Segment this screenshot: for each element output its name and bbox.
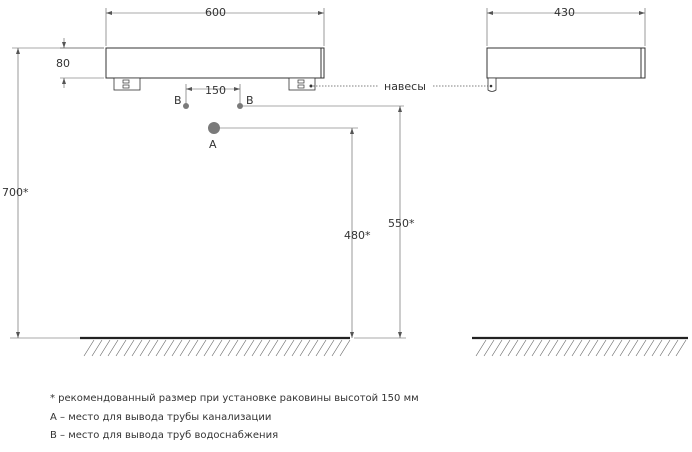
hangers-label: навесы (384, 80, 426, 93)
floor-hatch-line (195, 339, 207, 357)
side-hanger-dot (489, 84, 493, 88)
floor-hatch-line (243, 339, 255, 357)
front-right-bracket (288, 77, 316, 91)
floor-hatch-line (515, 339, 527, 357)
floor-hatch-line (555, 339, 567, 357)
floor-hatch-line (475, 339, 487, 357)
point-a-marker (208, 122, 220, 134)
front-left-bracket-slot-2 (122, 84, 130, 89)
dim-front-width: 600 (205, 6, 226, 19)
floor-hatch-line (539, 339, 551, 357)
point-b-left-label: B (174, 94, 182, 107)
floor-hatch-line (163, 339, 175, 357)
floor-hatch-line (563, 339, 575, 357)
floor-hatch-line (139, 339, 151, 357)
floor-hatch-line (307, 339, 319, 357)
point-b-left-marker (183, 103, 189, 109)
floor-hatch-line (91, 339, 103, 357)
dim-480 (350, 128, 354, 338)
floor-hatch-line (643, 339, 655, 357)
dim-150 (185, 84, 241, 104)
front-right-bracket-slot (297, 79, 305, 84)
floor-hatch-line (651, 339, 663, 357)
floor-hatch-line (259, 339, 271, 357)
front-left-bracket (113, 77, 141, 91)
note-recommended: * рекомендованный размер при установке р… (50, 393, 419, 404)
floor-hatch-line (211, 339, 223, 357)
dim-drain-height: 480* (344, 229, 371, 242)
floor-hatch-line (667, 339, 679, 357)
floor-hatch-line (123, 339, 135, 357)
floor-hatch-line (499, 339, 511, 357)
floor-hatch-line (219, 339, 231, 357)
front-cabinet-body (105, 47, 325, 79)
floor-hatch-line (267, 339, 279, 357)
floor-hatch-line (339, 339, 351, 357)
floor-hatch-line (235, 339, 247, 357)
floor-hatch-line (507, 339, 519, 357)
floor-hatch-line (275, 339, 287, 357)
floor-hatch-line (483, 339, 495, 357)
dim-supply-height: 550* (388, 217, 415, 230)
note-point-a: А – место для вывода трубы канализации (50, 412, 272, 423)
dim-total-height: 700* (2, 186, 29, 199)
floor-hatch-line (115, 339, 127, 357)
floor-left (80, 336, 351, 357)
floor-hatch-line (571, 339, 583, 357)
front-right-bracket-slot-2 (297, 84, 305, 89)
dim-height-top: 80 (56, 57, 70, 70)
floor-hatch-line (627, 339, 639, 357)
side-view (486, 47, 646, 92)
floor-hatch-line (147, 339, 159, 357)
floor-hatch-line (99, 339, 111, 357)
floor-hatch-line (299, 339, 311, 357)
floor-hatch-line (179, 339, 191, 357)
floor-hatch-line (291, 339, 303, 357)
dim-430 (486, 8, 646, 46)
floor-hatch-line (531, 339, 543, 357)
point-b-right-label: B (246, 94, 254, 107)
floor-right (472, 336, 688, 357)
floor-hatch-line (331, 339, 343, 357)
point-b-right-marker (237, 103, 243, 109)
front-hanger-dot (309, 84, 313, 88)
floor-hatch-line (155, 339, 167, 357)
dim-700 (10, 47, 104, 339)
floor-hatch-line (283, 339, 295, 357)
dim-pipe-spacing: 150 (205, 84, 226, 97)
floor-hatch-line (579, 339, 591, 357)
floor-hatch-line (603, 339, 615, 357)
front-left-bracket-slot (122, 79, 130, 84)
floor-hatch-line (587, 339, 599, 357)
floor-hatch-line (323, 339, 335, 357)
floor-hatch-line (659, 339, 671, 357)
floor-hatch-line (251, 339, 263, 357)
dim-550 (354, 106, 406, 339)
floor-hatch-line (83, 339, 95, 357)
floor-hatch-line (635, 339, 647, 357)
floor-hatch-line (595, 339, 607, 357)
side-hanger-bracket (487, 77, 497, 92)
floor-hatch-line (187, 339, 199, 357)
floor-hatch-line (227, 339, 239, 357)
floor-hatch-line (619, 339, 631, 357)
front-view (105, 47, 325, 91)
dim-side-depth: 430 (554, 6, 575, 19)
floor-hatch-line (203, 339, 215, 357)
floor-hatch-line (611, 339, 623, 357)
floor-hatch-line (675, 339, 687, 357)
point-a-label: A (209, 138, 217, 151)
floor-hatch-line (315, 339, 327, 357)
floor-hatch-line (171, 339, 183, 357)
note-point-b: В – место для вывода труб водоснабжения (50, 430, 279, 441)
floor-hatch-line (107, 339, 119, 357)
floor-hatch-line (523, 339, 535, 357)
floor-hatch-line (547, 339, 559, 357)
dim-600 (105, 8, 325, 46)
side-cabinet-body (486, 47, 646, 79)
floor-hatch-line (131, 339, 143, 357)
floor-hatch-line (491, 339, 503, 357)
